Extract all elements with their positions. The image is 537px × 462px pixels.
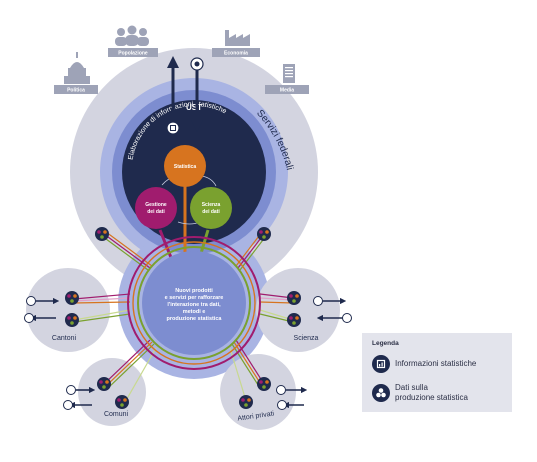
cantoni-label: Cantoni	[52, 335, 77, 342]
popolazione-label: Popolazione	[118, 51, 148, 57]
legend-box: Legenda Informazioni statistiche Dati su…	[362, 333, 512, 412]
info-stat-legend-icon	[372, 355, 390, 373]
scienza-dati-node	[190, 187, 232, 229]
comuni-label: Comuni	[104, 411, 129, 418]
legend-item-dati-line2: produzione statistica	[395, 393, 468, 402]
hub-ring-magenta	[127, 236, 261, 370]
politica-icon	[64, 52, 90, 84]
dati-prod-legend-icon	[372, 384, 390, 402]
scienza-label: Scienza	[294, 335, 319, 342]
hub-line-2: e servizi per rafforzare	[165, 295, 224, 301]
statistica-node	[164, 145, 206, 187]
legend-item-dati-label: Dati sulla produzione statistica	[395, 383, 468, 403]
gestione-dati-label-2: dei dati	[147, 209, 165, 215]
cantoni-circle	[26, 268, 110, 352]
media-box	[265, 85, 309, 94]
ust-label: UST	[186, 103, 202, 112]
comuni-circle	[78, 358, 146, 426]
media-label: Media	[280, 88, 294, 94]
scienza-circle	[256, 268, 340, 352]
cycle-arrow-right	[201, 175, 217, 187]
hub-line-4: metodi e	[183, 309, 206, 315]
popolazione-icon	[115, 25, 149, 46]
hub-ring-orange	[132, 241, 256, 365]
legend-item-info: Informazioni statistiche	[372, 355, 476, 373]
economia-icon	[225, 30, 250, 46]
economia-box	[212, 48, 260, 57]
legend-item-dati: Dati sulla produzione statistica	[372, 383, 468, 403]
gestione-dati-label-1: Gestione	[145, 202, 167, 208]
hub-line-1: Nuovi prodotti	[175, 288, 213, 294]
partner-arrows	[29, 297, 347, 409]
popolazione-box	[108, 48, 158, 57]
hub-ring-green	[137, 246, 251, 360]
politica-box	[54, 85, 98, 94]
partner-arrow-icons	[24, 296, 352, 410]
attori-privati-circle	[220, 354, 296, 430]
legend-item-info-label: Informazioni statistiche	[395, 359, 477, 368]
statistica-label: Statistica	[174, 164, 196, 170]
economia-label: Economia	[224, 51, 248, 57]
gestione-dati-node	[135, 187, 177, 229]
legend-title: Legenda	[372, 340, 399, 347]
hub-line-5: produzione statistica	[166, 316, 222, 322]
hub-line-3: l'interazione tra dati,	[167, 302, 221, 308]
hub-core	[142, 251, 246, 355]
partner-nodes	[65, 227, 301, 409]
scienza-dati-label-2: dei dati	[202, 209, 220, 215]
dati-prod-icon-top-glyph	[194, 61, 200, 67]
info-stat-icon-top	[166, 121, 180, 135]
media-icon	[283, 64, 295, 83]
scienza-dati-label-1: Scienza	[202, 202, 221, 208]
info-stat-icon-top-glyph	[170, 125, 176, 131]
legend-item-dati-line1: Dati sulla	[395, 383, 428, 392]
politica-label: Politica	[67, 88, 85, 94]
